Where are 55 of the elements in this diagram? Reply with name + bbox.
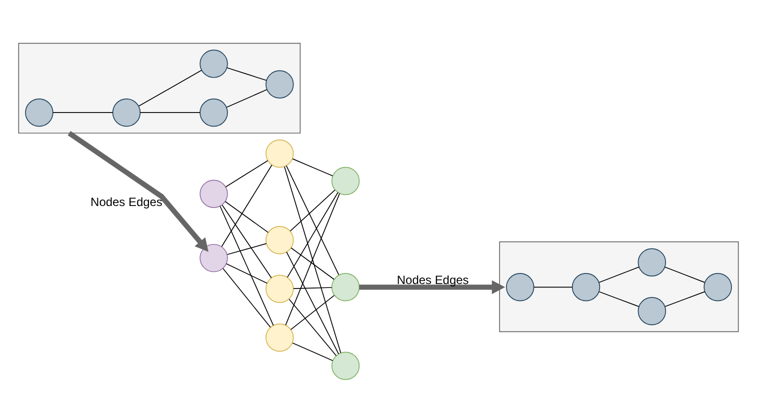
connector [598,266,640,282]
node-circle [266,225,294,254]
arrow [68,130,208,252]
connector [598,290,640,307]
connector [664,290,706,306]
connector [138,69,202,106]
node-circle [266,70,294,98]
connector [226,88,268,108]
cluster [499,240,739,332]
connector [292,342,334,361]
arrow [359,280,506,294]
connector [290,246,335,280]
edge-label: Nodes Edges [396,272,469,286]
node-circle [704,272,732,301]
node-circle [200,49,228,78]
node-circle [200,179,228,208]
node-circle [331,272,360,301]
node-circle [200,243,228,272]
node-circle [266,323,294,352]
node-circle [638,248,666,276]
connector [293,286,332,288]
connector [290,294,335,330]
connector [222,204,272,278]
connector [52,112,114,113]
connector [292,158,334,176]
connector [222,268,271,328]
node-circle [331,351,360,380]
node-circle [331,166,360,195]
connector [288,298,337,356]
connector [221,164,272,246]
node-circle [506,272,534,301]
node-circle [112,98,141,126]
node-circle [572,272,600,301]
connector [226,66,267,80]
connector [220,205,274,326]
connector [286,164,340,275]
connector [284,166,342,353]
edge-label: Nodes Edges [90,194,162,209]
cluster [18,42,301,134]
node-circle [638,296,666,325]
node-circle [266,274,294,302]
node-circle [266,139,294,168]
connector [285,192,340,326]
connector [225,160,268,187]
connector [286,192,338,278]
connector [226,262,268,284]
connector [534,286,573,288]
node-circle [200,98,228,126]
connector [224,200,269,232]
connector [286,251,340,354]
connector [226,242,267,254]
connector [140,112,200,113]
connector [664,266,706,282]
node-circle [25,98,54,126]
connector [290,189,336,232]
